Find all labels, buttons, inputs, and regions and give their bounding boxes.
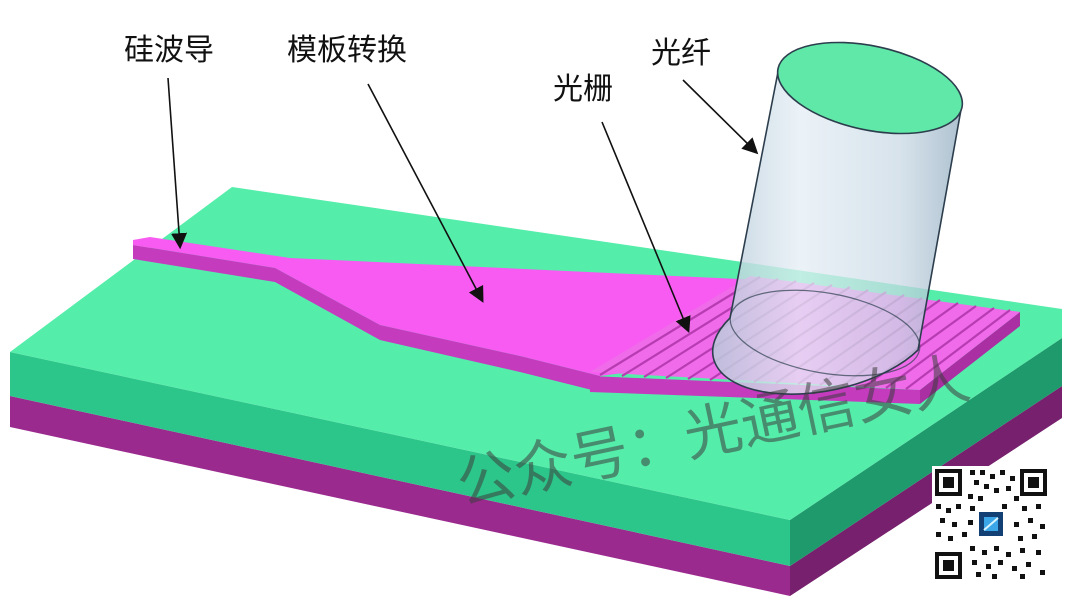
- label-fiber: 光纤: [651, 36, 711, 71]
- annotation-arrows: [167, 77, 759, 333]
- fiber-body: [711, 71, 963, 395]
- fiber-top-face: [776, 41, 964, 135]
- bottom-layer-front: [10, 396, 790, 596]
- label-silicon-waveguide: 硅波导: [124, 33, 214, 68]
- bottom-layer-right: [790, 386, 1062, 596]
- label-grating: 光栅: [553, 72, 613, 107]
- waveguide-front-side: [133, 245, 600, 392]
- arrow-fiber: [682, 79, 759, 155]
- grating-right-side: [920, 312, 1020, 404]
- optical-fiber: [711, 41, 964, 395]
- substrate-front-face: [10, 352, 790, 566]
- arrow-silicon-waveguide: [167, 77, 188, 250]
- fiber-bottom-outline: [729, 289, 921, 377]
- arrow-grating: [601, 121, 691, 333]
- qr-code-icon: [932, 466, 1050, 582]
- substrate-right-face: [790, 338, 1062, 566]
- label-mode-converter: 模板转换: [287, 33, 407, 68]
- arrow-mode-converter: [367, 83, 484, 303]
